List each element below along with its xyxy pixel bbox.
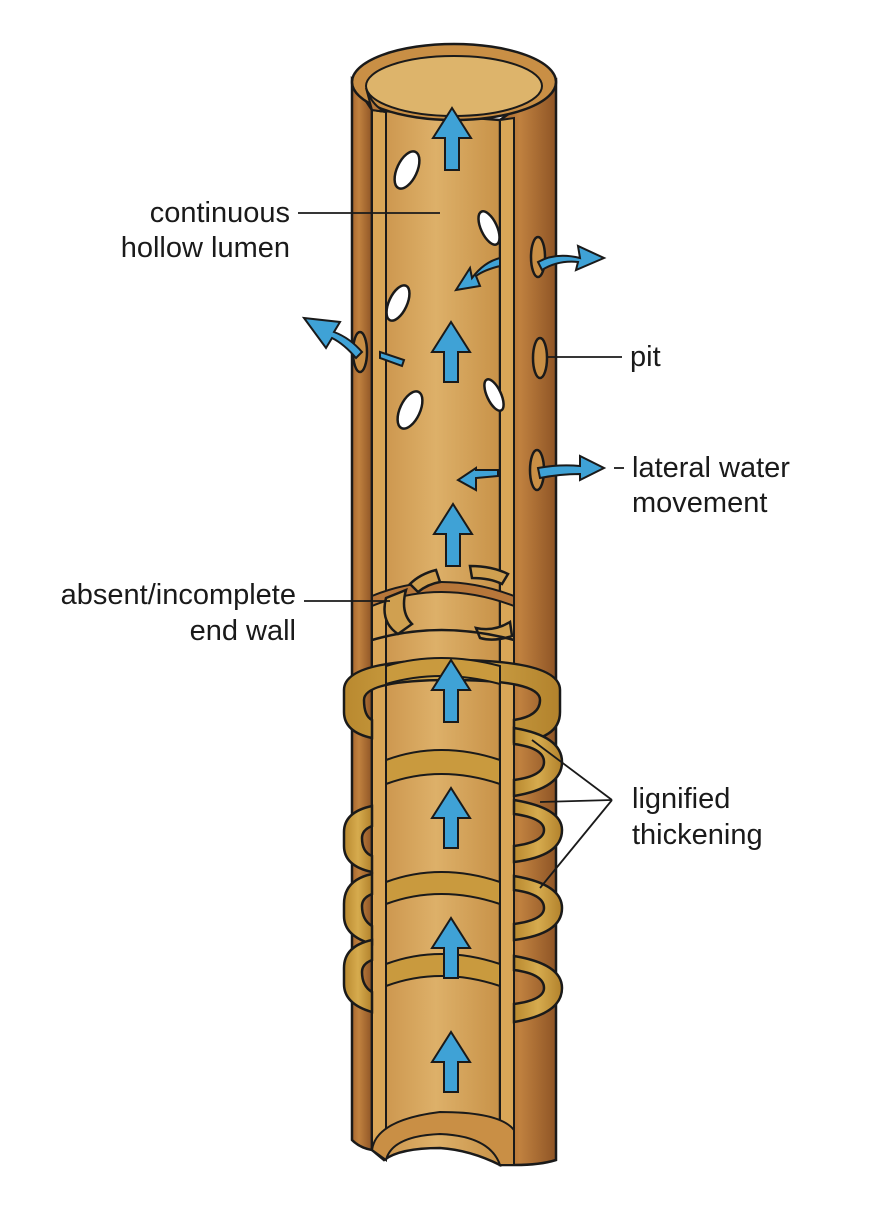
lignified-rings — [342, 657, 564, 1024]
ring — [342, 871, 564, 946]
oval-pit-icon — [529, 235, 547, 279]
oval-pit-icon — [531, 336, 549, 380]
ring — [342, 798, 564, 874]
up-arrow-icon — [430, 786, 472, 849]
curved-arrow-icon — [536, 454, 607, 482]
oval-pit-icon — [396, 390, 424, 430]
oval-pit-icon — [393, 150, 421, 190]
lumen-label-line2: hollow lumen — [121, 232, 290, 264]
up-arrow-icon — [430, 658, 472, 723]
curved-arrow-icon — [453, 256, 501, 292]
oval-pit-icon — [477, 210, 501, 246]
labels: continuous hollow lumen pit lateral wate… — [61, 197, 791, 851]
endwall-label-line2: end wall — [190, 615, 296, 647]
lateral-label-line1: lateral water — [632, 452, 790, 484]
end-wall — [371, 564, 515, 642]
up-arrow-icon — [430, 320, 472, 383]
ring — [385, 726, 564, 798]
vessel-top-opening — [350, 42, 558, 122]
curved-arrow-icon — [456, 466, 499, 492]
curved-arrow-icon — [379, 350, 406, 368]
up-arrow-icon — [432, 502, 474, 567]
oval-pit-icon — [483, 378, 505, 412]
vessel-bottom-opening — [370, 1110, 515, 1166]
lateral-label-line2: movement — [632, 487, 767, 519]
curved-arrow-icon — [301, 316, 364, 360]
up-arrow-icon — [430, 1030, 472, 1093]
lignified-label-line2: thickening — [632, 819, 763, 851]
up-arrow-icon — [431, 106, 473, 171]
curved-arrow-icon — [536, 244, 607, 272]
lignified-label-line1: lignified — [632, 783, 730, 815]
endwall-label-line1: absent/incomplete — [61, 579, 296, 611]
pit-label: pit — [630, 341, 661, 373]
pits — [351, 150, 549, 492]
leader-lines — [298, 212, 624, 889]
flow-arrows — [301, 106, 607, 1093]
up-arrow-icon — [430, 916, 472, 979]
lumen-label-line1: continuous — [150, 197, 290, 229]
oval-pit-icon — [385, 284, 411, 322]
